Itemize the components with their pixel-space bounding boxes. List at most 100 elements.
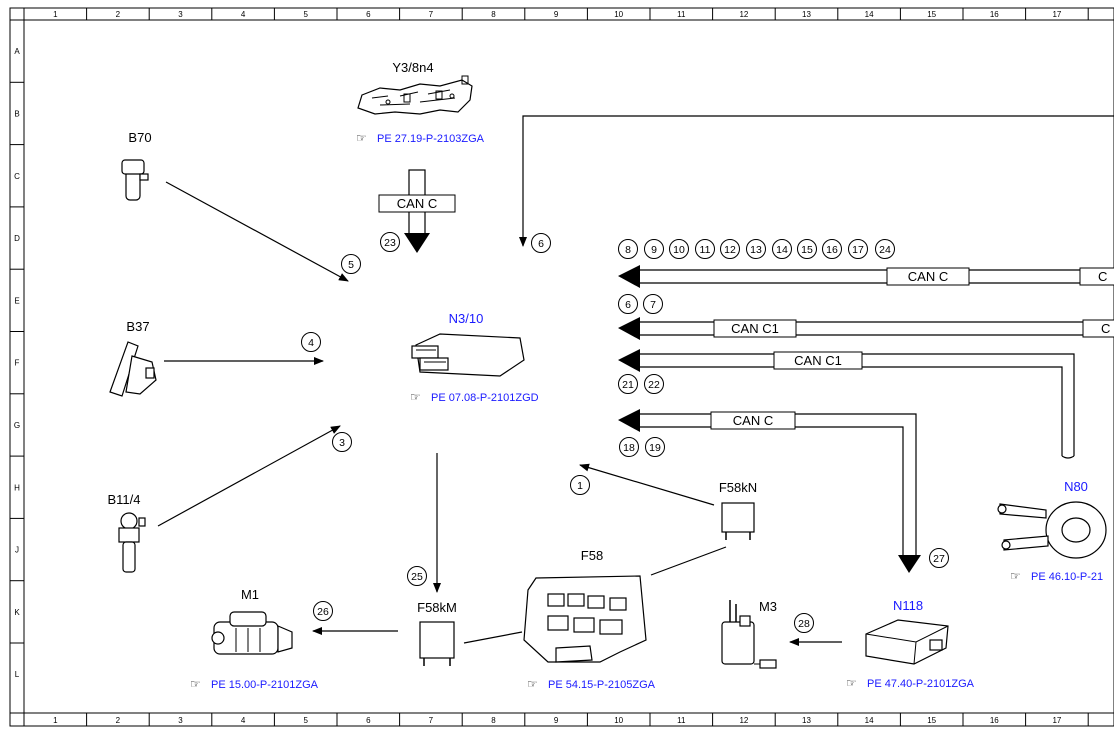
grid-row-label: L: [15, 670, 20, 679]
f58km-to-f58-line: [463, 631, 523, 644]
n80-ref-link[interactable]: PE 46.10-P-21: [1031, 571, 1103, 583]
b11-4-label: B11/4: [107, 492, 140, 507]
fuel-pump-control-unit-icon: [865, 619, 949, 665]
row1-can-label-right: C: [1098, 269, 1107, 284]
grid-col-label: 5: [303, 716, 308, 725]
f58kn-component[interactable]: F58kN: [719, 480, 757, 540]
y3-8n4-ref-link[interactable]: PE 27.19-P-2103ZGA: [377, 133, 485, 145]
top-feedback-line: [519, 115, 1114, 247]
valve-body-icon: [357, 75, 473, 115]
grid-col-label: 8: [491, 716, 496, 725]
circle-13: [746, 239, 766, 259]
circle-7: [643, 294, 663, 314]
b70-signal-arrow: [165, 181, 349, 282]
svg-text:3: 3: [339, 437, 345, 449]
crankshaft-sensor-icon: [121, 159, 149, 201]
can-c-bus-row4: CAN C: [618, 409, 921, 573]
grid-col-label: 4: [241, 10, 246, 19]
diagram-frame: 1122334455667788991010111112121313141415…: [9, 7, 1114, 727]
grid-col-label: 16: [990, 716, 999, 725]
svg-text:26: 26: [317, 606, 329, 618]
n3-10-ref-link[interactable]: PE 07.08-P-2101ZGD: [431, 392, 539, 404]
circle-14: [772, 239, 792, 259]
b11-4-component[interactable]: B11/4: [107, 492, 146, 573]
circle-17: [848, 239, 868, 259]
row1-can-label: CAN C: [908, 269, 948, 284]
grid-col-label: 7: [429, 716, 434, 725]
grid-col-label: 2: [116, 716, 121, 725]
y3-8n4-label: Y3/8n4: [392, 60, 433, 75]
grid-col-label: 17: [1052, 716, 1061, 725]
steering-column-module-icon: [997, 501, 1107, 559]
b11-signal-arrow: [157, 425, 341, 527]
grid-col-label: 3: [178, 716, 183, 725]
circle-number: 19: [649, 442, 661, 454]
circle-number: 12: [724, 244, 736, 256]
grid-col-label: 15: [927, 10, 936, 19]
b70-component[interactable]: B70: [121, 130, 152, 201]
grid-col-label: 5: [303, 10, 308, 19]
grid-col-label: 12: [739, 10, 748, 19]
y3-can-c-label: CAN C: [397, 196, 437, 211]
y3-can-c-arrow: CAN C: [378, 169, 456, 253]
b37-component[interactable]: B37: [109, 319, 157, 397]
circle-number: 6: [625, 299, 631, 311]
relay-icon: [419, 621, 455, 666]
circle-8: [618, 239, 638, 259]
ref-hand-icon: ☞: [527, 677, 538, 691]
f58-component[interactable]: F58 PE 54.15-P-2105ZGA ☞: [523, 548, 656, 691]
circle-6: 6: [531, 233, 551, 253]
m1-component[interactable]: M1 PE 15.00-P-2101ZGA ☞: [190, 587, 319, 691]
grid-col-label: 9: [554, 716, 559, 725]
circle-number: 16: [826, 244, 838, 256]
circle-10: [669, 239, 689, 259]
circle-25: 25: [407, 566, 427, 586]
relay-icon: [721, 502, 755, 540]
svg-text:27: 27: [933, 553, 945, 565]
grid-row-label: C: [14, 172, 20, 181]
svg-text:5: 5: [348, 259, 354, 271]
grid-col-label: 1: [53, 10, 58, 19]
m3-component[interactable]: M3: [721, 599, 777, 669]
b37-label: B37: [126, 319, 149, 334]
fuse-relay-box-icon: [523, 575, 647, 663]
circle-23: 23: [380, 232, 400, 252]
grid-col-label: 11: [677, 10, 686, 19]
can-c1-bus-row3: CAN C1: [618, 349, 1075, 459]
can-c1-bus-row2: CAN C1 C: [618, 317, 1114, 340]
grid-row-label: G: [14, 421, 20, 430]
grid-row-label: F: [15, 359, 20, 368]
svg-text:23: 23: [384, 237, 396, 249]
circle-number: 7: [650, 299, 656, 311]
n80-component[interactable]: N80 PE 46.10-P-21 ☞: [997, 479, 1107, 583]
grid-col-label: 14: [865, 10, 874, 19]
can-c-bus-row1: CAN C C: [618, 265, 1114, 288]
grid-col-label: 8: [491, 10, 496, 19]
b70-label: B70: [128, 130, 151, 145]
accelerator-pedal-icon: [109, 341, 157, 397]
n118-ref-link[interactable]: PE 47.40-P-2101ZGA: [867, 678, 975, 690]
fuel-pump-icon: [721, 600, 777, 669]
n3-10-component[interactable]: N3/10 PE 07.08-P-2101ZGD ☞: [410, 311, 539, 404]
f58km-component[interactable]: F58kM: [417, 600, 457, 666]
circle-28: 28: [794, 613, 814, 633]
circle-11: [695, 239, 715, 259]
circle-3: 3: [332, 432, 352, 452]
f58-ref-link[interactable]: PE 54.15-P-2105ZGA: [548, 679, 656, 691]
circle-19: [645, 437, 665, 457]
svg-text:6: 6: [538, 238, 544, 250]
circle-number: 21: [622, 379, 634, 391]
circle-number: 11: [700, 244, 711, 256]
n118-component[interactable]: N118 PE 47.40-P-2101ZGA ☞: [846, 598, 975, 690]
y3-8n4-component[interactable]: Y3/8n4 PE 27.19-P-2103ZGA ☞: [356, 60, 485, 145]
circle-22: [644, 374, 664, 394]
circle-1: 1: [570, 475, 590, 495]
svg-text:25: 25: [411, 571, 423, 583]
grid-col-label: 6: [366, 10, 371, 19]
circle-21: [618, 374, 638, 394]
m1-ref-link[interactable]: PE 15.00-P-2101ZGA: [211, 679, 319, 691]
grid-row-label: A: [14, 47, 20, 56]
grid-row-label: J: [15, 546, 19, 555]
